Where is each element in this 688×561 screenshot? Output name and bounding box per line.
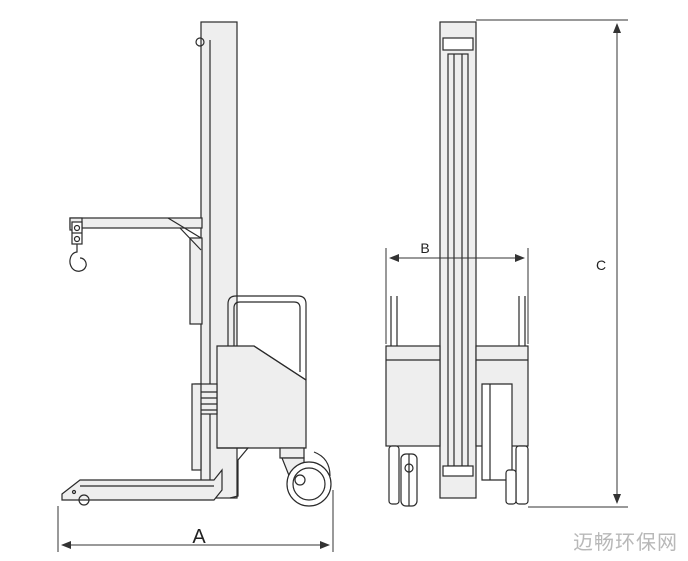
front-view [385,19,628,508]
front-wheel-right [505,445,529,505]
dimension-c: C [596,23,621,504]
dimension-a: A [57,490,334,552]
fork [61,468,223,501]
dimension-a-label: A [192,526,206,548]
dimension-c-label: C [596,257,606,273]
carriage [189,237,203,325]
jib-arm [69,217,203,251]
front-handle-right [518,296,526,346]
hook-icon [69,221,87,272]
battery-body [216,345,307,449]
front-wheel-left [388,445,418,507]
castor-wheel [279,447,332,507]
tiller-handle [227,295,307,380]
side-view [61,21,332,507]
front-mast [439,21,477,499]
watermark: 迈畅环保网 [573,530,678,554]
front-body-left [385,345,441,447]
dimension-b-label: B [420,240,429,256]
front-handle-left [390,296,398,346]
fork-roller [78,494,90,506]
dimension-b: B [385,240,529,344]
